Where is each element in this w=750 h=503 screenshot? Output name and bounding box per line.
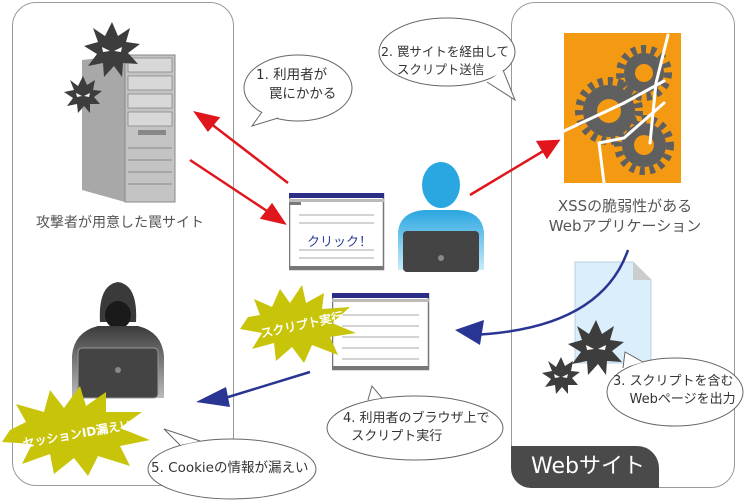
browser-window[interactable] — [289, 193, 385, 273]
attacker-icon — [72, 282, 164, 399]
virus-icon — [542, 357, 580, 394]
arrow-to-trap-site — [209, 122, 289, 184]
arrow-webapp-to-browser — [469, 249, 630, 337]
bubble-4-line2: スクリプト実行 — [343, 429, 443, 444]
arrow-to-browser — [189, 158, 271, 215]
trap-site-caption: 攻撃者が用意した罠サイト — [36, 215, 204, 231]
bubble-1-line2: 罠にかかる — [256, 86, 337, 102]
speech-bubble — [243, 54, 353, 127]
arrow-to-webapp — [469, 148, 546, 197]
bubble-2-line1: 2. 罠サイトを経由して — [381, 44, 510, 59]
speech-bubble — [326, 384, 504, 461]
speech-bubble — [378, 17, 517, 102]
virus-icon — [84, 22, 140, 77]
arrow-browser-to-attacker — [224, 370, 311, 400]
bubble-1-line1: 1. 利用者が — [256, 67, 328, 83]
server-icon — [82, 54, 176, 203]
speech-bubble — [606, 351, 744, 427]
vulnerable-webapp-icon — [564, 33, 681, 185]
virus-icon — [568, 320, 624, 375]
click-label: クリック！ — [307, 235, 373, 250]
user-icon — [398, 162, 484, 272]
bubble-3-line1: 3. スクリプトを含む — [613, 374, 734, 389]
website-tab-label: Webサイト — [511, 446, 659, 488]
burst-shape — [240, 285, 356, 363]
bubble-5-line1: 5. Cookieの情報が漏えい — [151, 460, 309, 476]
speech-bubble — [147, 428, 317, 500]
webapp-caption-line2: Webアプリケーション — [548, 217, 702, 235]
bubble-2-line2: スクリプト送信 — [381, 62, 485, 77]
burst-shape — [2, 386, 150, 476]
bubble-4-line1: 4. 利用者のブラウザ上で — [343, 411, 490, 426]
webapp-caption-line1: XSSの脆弱性がある — [557, 197, 693, 215]
virus-icon — [64, 76, 102, 113]
bubble-3-line2: Webページを出力 — [613, 392, 736, 407]
browser-window[interactable] — [332, 293, 430, 373]
